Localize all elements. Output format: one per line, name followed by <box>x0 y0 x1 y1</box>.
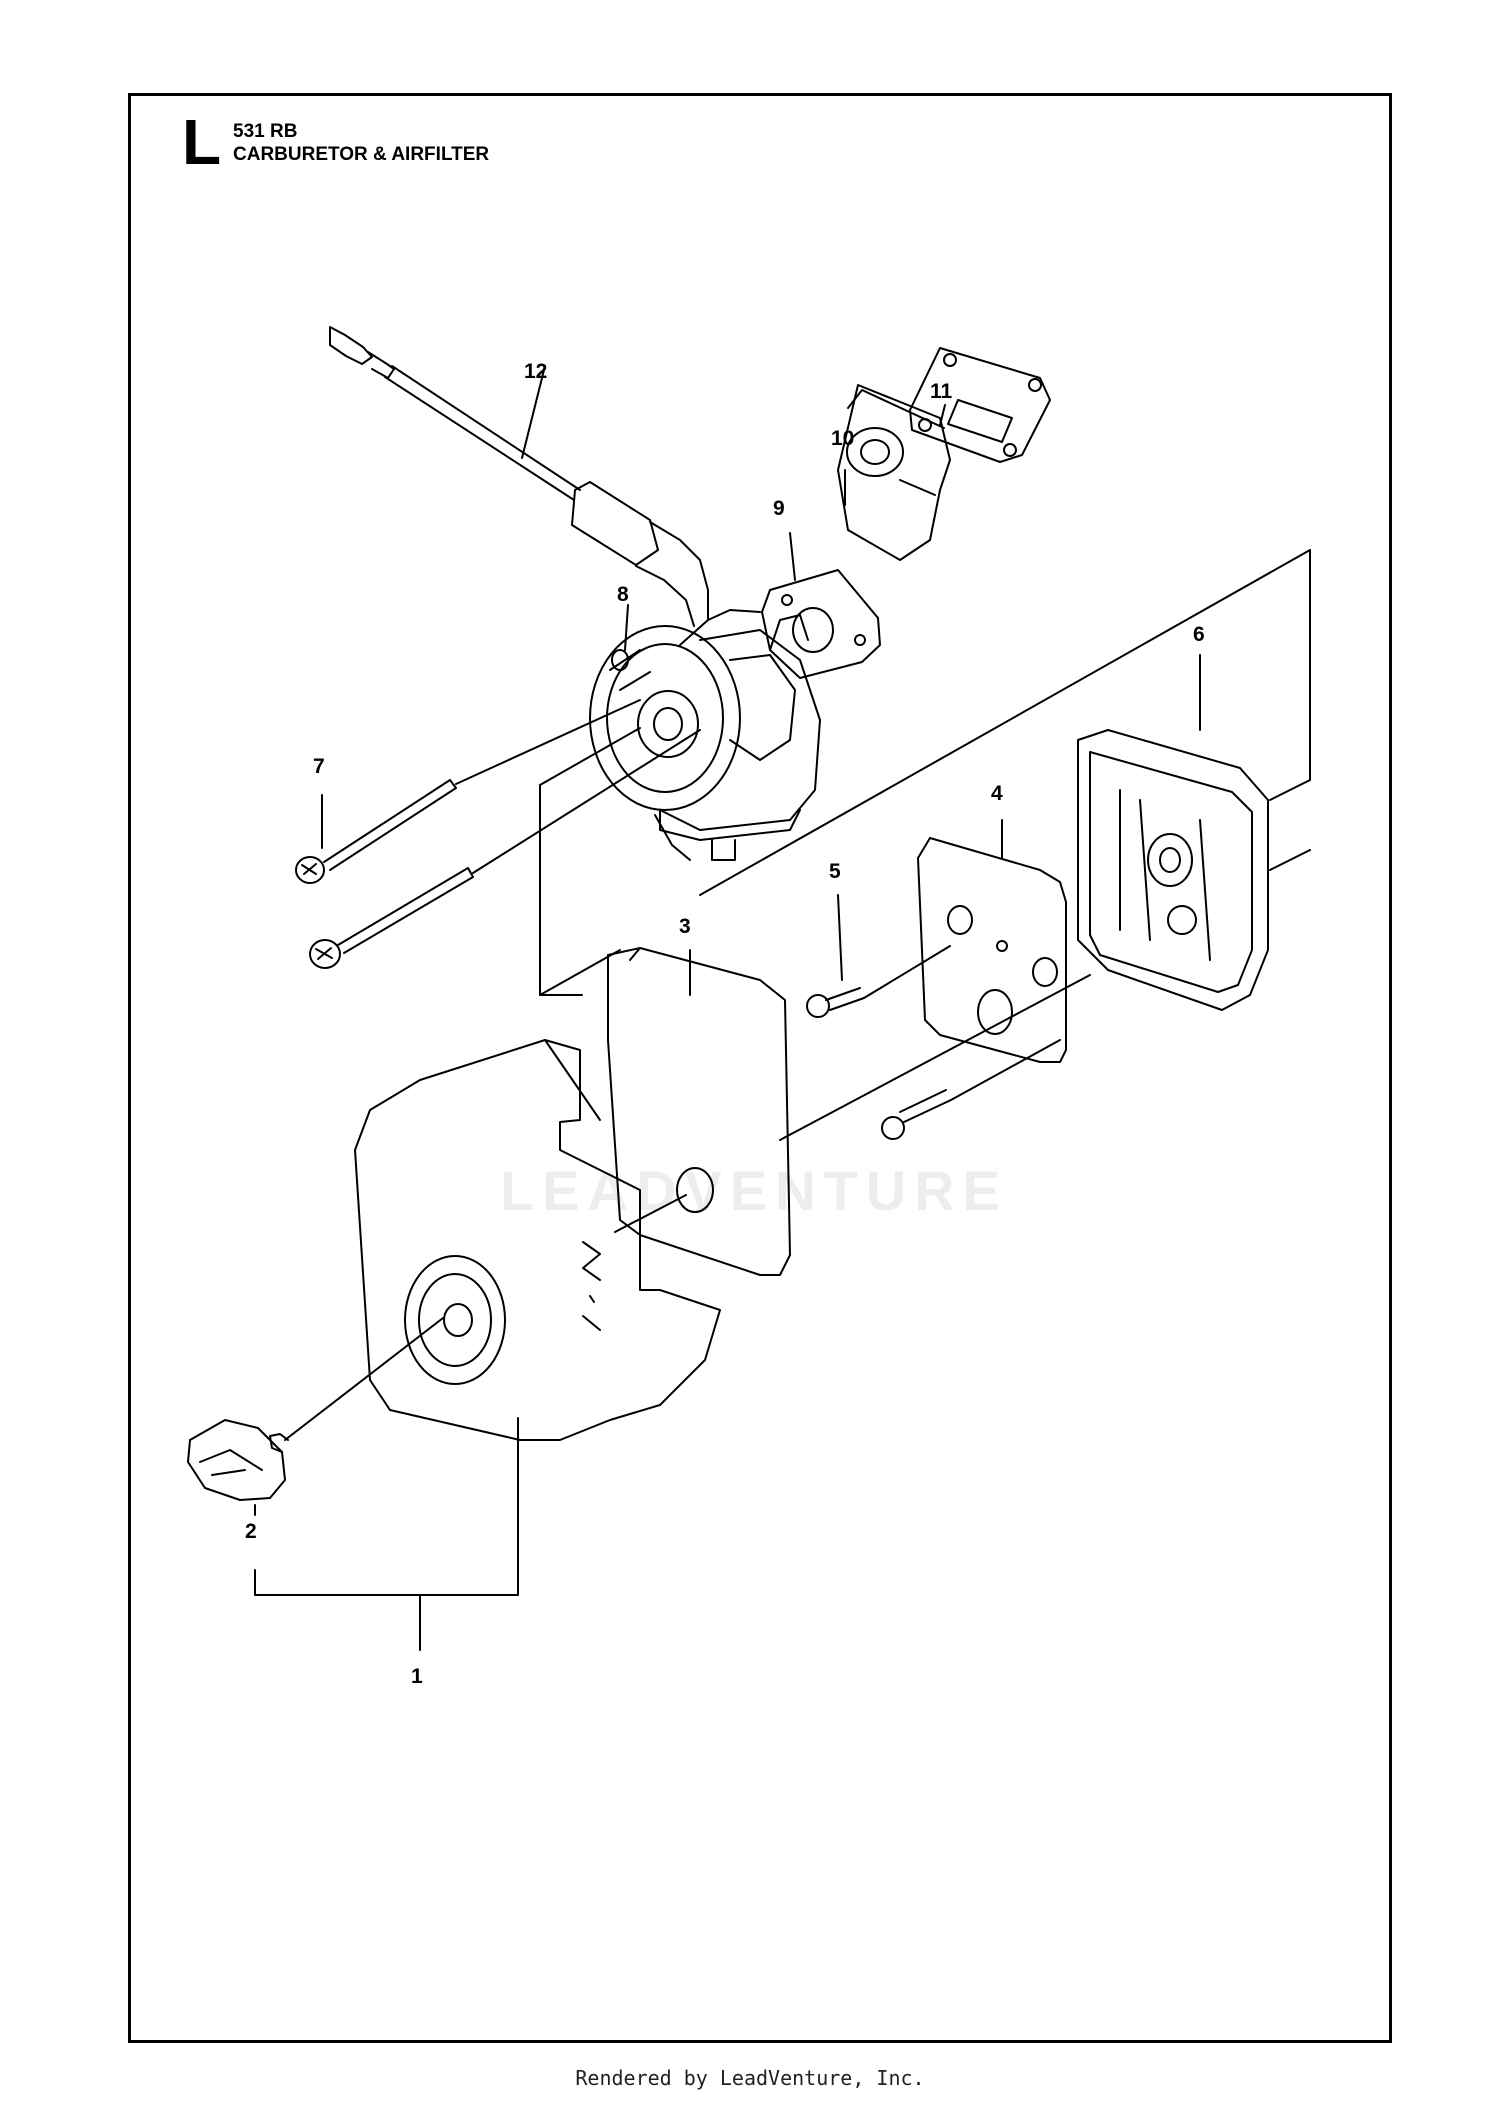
throttle-cable <box>329 326 709 627</box>
callout-8[interactable]: 8 <box>617 583 629 606</box>
callout-3[interactable]: 3 <box>679 915 691 938</box>
filter-cover-1 <box>354 1039 721 1441</box>
callout-7[interactable]: 7 <box>313 755 325 778</box>
screw-7-lower <box>309 867 474 969</box>
bracket-1 <box>254 1417 519 1596</box>
screw-5-lower <box>881 1039 1061 1140</box>
callout-6[interactable]: 6 <box>1193 623 1205 646</box>
gasket-9 <box>761 569 881 679</box>
diagram-frame <box>128 93 1392 2043</box>
gasket-11 <box>909 347 1051 463</box>
leader-12 <box>521 365 546 459</box>
air-filter-3 <box>607 947 1091 1276</box>
callout-1[interactable]: 1 <box>411 1665 423 1688</box>
screw-7-upper <box>295 779 457 884</box>
leader-9 <box>789 532 796 581</box>
callout-10[interactable]: 10 <box>831 427 855 450</box>
callout-2[interactable]: 2 <box>245 1520 257 1543</box>
filter-holder-6 <box>1077 729 1269 1011</box>
model-number: 531 RB <box>233 121 298 142</box>
callout-4[interactable]: 4 <box>991 782 1003 805</box>
callout-12[interactable]: 12 <box>524 360 548 383</box>
filter-plate-4 <box>917 837 1067 1063</box>
screw-5-upper <box>806 945 951 1018</box>
knob-2 <box>187 1317 444 1501</box>
leader-5 <box>837 894 843 981</box>
leader-8 <box>624 604 629 651</box>
carburetor-8 <box>589 609 821 861</box>
callout-11[interactable]: 11 <box>930 380 953 403</box>
leader-11 <box>939 404 946 426</box>
watermark: LEADVENTURE <box>500 1159 1009 1222</box>
callout-9[interactable]: 9 <box>773 497 785 520</box>
footer-credit: Rendered by LeadVenture, Inc. <box>575 2066 925 2090</box>
section-letter: L <box>182 106 222 178</box>
diagram-title: CARBURETOR & AIRFILTER <box>233 144 490 165</box>
intake-insulator-10 <box>837 384 951 561</box>
callout-5[interactable]: 5 <box>829 860 841 883</box>
